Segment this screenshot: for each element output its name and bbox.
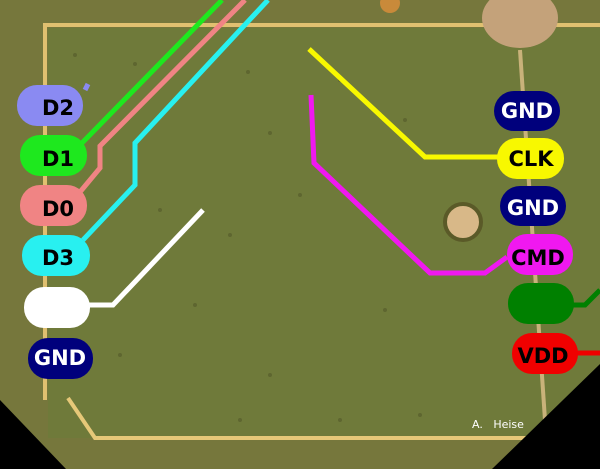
wire-white: [88, 208, 205, 308]
pin-label-white: [24, 287, 90, 328]
solder-pad: [380, 0, 400, 13]
board-outline-bottom: [66, 396, 545, 440]
wire-green: [572, 288, 600, 308]
right-labels: GND CLK GND CMD VDD: [494, 91, 578, 374]
pin-label-clk-text: CLK: [508, 147, 554, 171]
wire-d0: [78, 0, 247, 194]
wire-d2: [82, 82, 91, 92]
pin-label-cmd-text: CMD: [511, 246, 565, 270]
pin-label-d0-text: D0: [42, 197, 74, 221]
wire-d1: [78, 0, 224, 147]
component-cylinder: [482, 0, 558, 48]
pin-label-cmd: [507, 234, 573, 275]
pin-label-gnd-left: [28, 338, 93, 379]
via-dots: [73, 53, 422, 422]
pin-label-clk: [497, 138, 564, 179]
left-labels: D2 D1 D0 D3 GND: [17, 85, 93, 379]
wire-clk: [307, 47, 500, 160]
pcb-ground-plane: [48, 28, 600, 438]
pin-label-vdd: [512, 333, 578, 374]
photo-credit: A. Heise: [472, 418, 524, 431]
pin-label-d2: [17, 85, 83, 126]
pin-label-d1-text: D1: [42, 147, 74, 171]
wire-cmd: [308, 94, 509, 276]
pin-label-d1: [20, 135, 87, 176]
pin-label-gnd-1: [494, 91, 560, 131]
pin-label-gnd-2-text: GND: [507, 196, 559, 220]
wire-d3: [81, 0, 270, 242]
pin-label-d2-text: D2: [42, 96, 74, 120]
corner-mask-left: [0, 400, 66, 469]
pin-label-gnd-2: [500, 186, 566, 226]
pin-label-gnd-1-text: GND: [501, 99, 553, 123]
via-pad: [443, 202, 483, 242]
pin-label-gnd-left-text: GND: [34, 346, 86, 370]
corner-mask-right: [492, 364, 600, 469]
pin-label-d0: [20, 185, 87, 226]
pin-label-d3: [22, 235, 90, 276]
pin-label-d3-text: D3: [42, 246, 74, 270]
pin-label-green: [508, 283, 574, 324]
pin-label-vdd-text: VDD: [517, 344, 568, 368]
